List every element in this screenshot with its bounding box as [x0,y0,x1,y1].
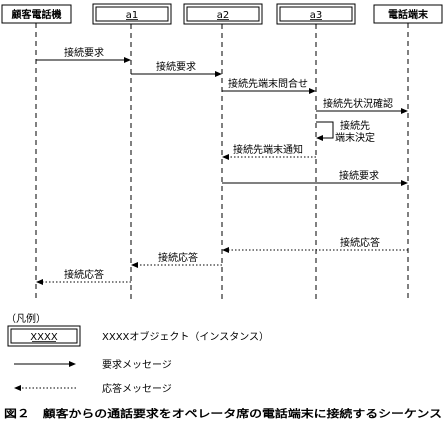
legend-request-arrow [14,361,76,367]
message-connect-request-a1-to-a2: 接続要求 [131,60,222,77]
message-label: 接続先端末問合せ [228,77,308,90]
legend-object-sample: XXXX [7,325,81,347]
object-label-a2: a2 [217,10,230,21]
message-terminal-notify-a3-to-a2: 接続先端末通知 [222,143,316,160]
message-label-line1: 接続先 [340,119,370,132]
message-terminal-inquiry-a2-to-a3: 接続先端末問合せ [222,77,316,94]
legend-response-arrow [14,385,76,391]
object-header-a1: a1 [92,3,172,25]
legend-title: （凡例） [6,312,46,325]
message-label: 接続要求 [339,169,379,182]
legend-request-label: 要求メッセージ [102,359,172,371]
message-connect-request-customer-to-a1: 接続要求 [36,46,131,63]
legend-response-label: 応答メッセージ [102,382,172,395]
object-label-customer-phone: 顧客電話機 [12,8,62,21]
message-label-line2: 端末決定 [335,131,375,144]
object-header-a2: a2 [183,3,263,25]
object-header-a3: a3 [276,3,356,25]
message-label: 接続先状況確認 [323,97,393,110]
object-label-a3: a3 [310,10,323,21]
message-label: 接続先端末通知 [233,143,303,156]
legend-box-sample-text: XXXX [30,332,58,343]
message-label: 接続要求 [64,46,104,59]
legend: （凡例） XXXX XXXXオブジェクト（インスタンス） 要求メッセージ 応答メ… [6,312,269,395]
message-label: 接続応答 [64,268,104,281]
object-header-customer-phone: 顧客電話機 [1,4,72,24]
object-label-a1: a1 [126,10,139,21]
message-status-check-a3-to-terminal: 接続先状況確認 [316,97,408,114]
object-header-phone-terminal: 電話端末 [373,4,443,24]
legend-object-label: XXXXオブジェクト（インスタンス） [102,330,269,343]
message-label: 接続応答 [158,251,198,264]
message-connect-response-terminal-to-a2: 接続応答 [222,236,408,253]
message-label: 接続要求 [156,60,196,73]
object-label-phone-terminal: 電話端末 [388,8,429,21]
message-connect-response-a1-to-customer: 接続応答 [36,268,131,285]
message-connect-response-a2-to-a1: 接続応答 [131,251,222,268]
message-label: 接続応答 [340,236,380,249]
figure-caption: 図２ 顧客からの通話要求をオペレータ席の電話端末に接続するシーケンス [4,407,442,420]
message-self-terminal-decision: 接続先 端末決定 [316,119,375,144]
message-connect-request-a2-to-terminal: 接続要求 [222,169,408,186]
